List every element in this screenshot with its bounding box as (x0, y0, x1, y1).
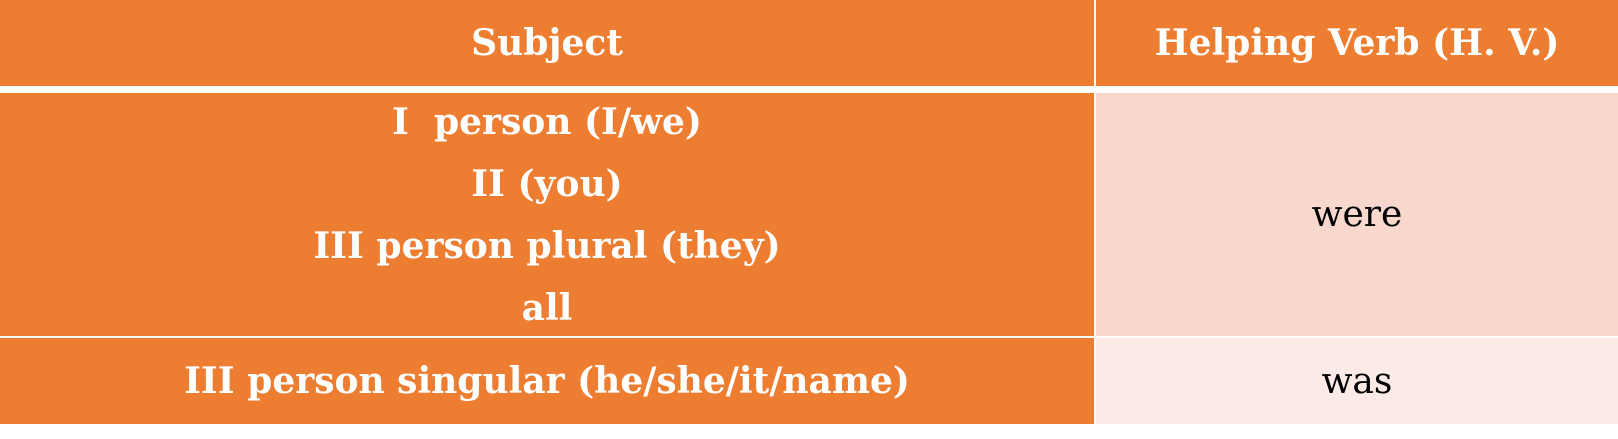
header-subject: Subject (0, 0, 1094, 86)
subject-line: III person singular (he/she/it/name) (184, 360, 910, 402)
subject-line: all (521, 286, 573, 329)
table-row-1-subject: I person (I/we) II (you) III person plur… (0, 93, 1094, 336)
subject-line: I person (I/we) (392, 100, 702, 143)
table-row-2-subject: III person singular (he/she/it/name) (0, 338, 1094, 424)
header-subject-label: Subject (471, 22, 623, 64)
subject-line: II (you) (471, 162, 623, 205)
table-row-2-helping-verb: was (1096, 338, 1618, 424)
table-row-1-helping-verb: were (1096, 93, 1618, 336)
header-helping-verb-label: Helping Verb (H. V.) (1154, 22, 1560, 64)
helping-verb-value: were (1311, 194, 1403, 235)
helping-verb-value: was (1321, 360, 1393, 402)
header-helping-verb: Helping Verb (H. V.) (1096, 0, 1618, 86)
subject-line: III person plural (they) (313, 224, 781, 267)
